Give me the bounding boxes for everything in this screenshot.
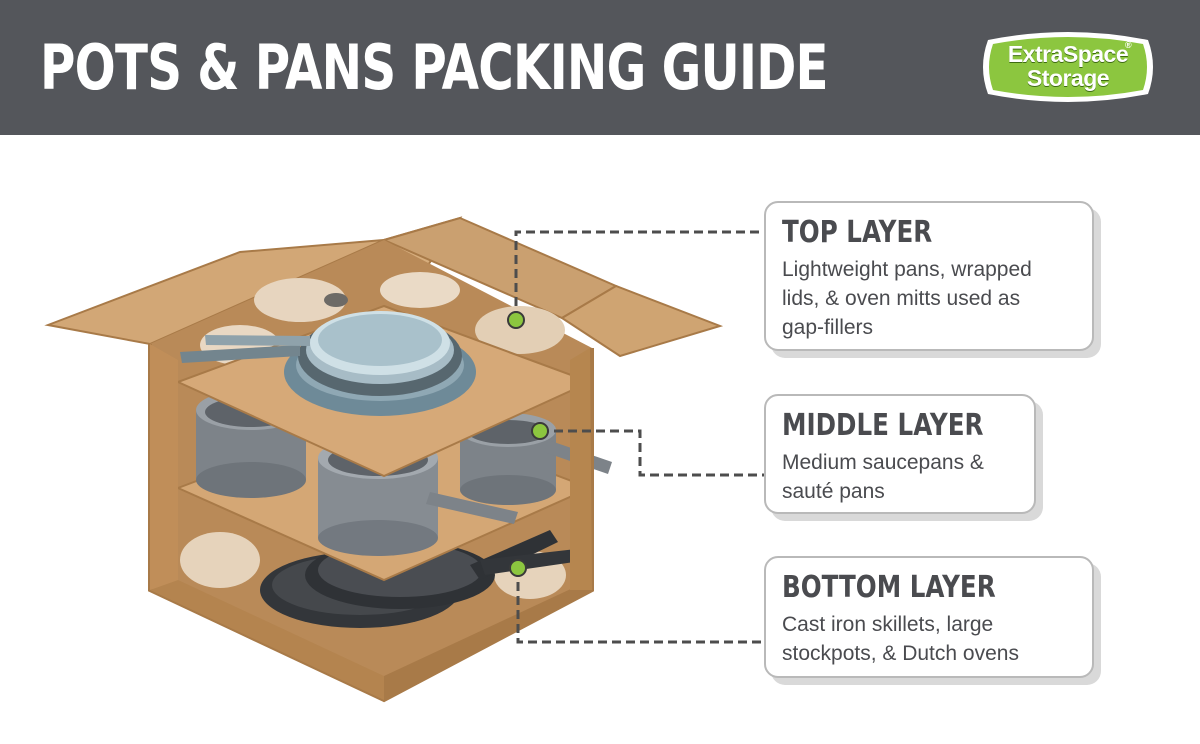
logo-text-line2: Storage bbox=[1026, 65, 1110, 91]
header-bar: POTS & PANS PACKING GUIDE ExtraSpace Sto… bbox=[0, 0, 1200, 135]
leader-lines bbox=[514, 230, 766, 644]
box-front-lip-right bbox=[384, 580, 592, 700]
bottom-layer-line-1: Cast iron skillets, large bbox=[782, 613, 994, 636]
top-layer-line-1: Lightweight pans, wrapped bbox=[782, 258, 1032, 281]
middle-layer-callout: MIDDLE LAYER Medium saucepans & sauté pa… bbox=[764, 394, 1036, 514]
logo-registered-mark: ® bbox=[1125, 40, 1132, 50]
box-illustration bbox=[44, 216, 766, 703]
box-right-wall bbox=[570, 348, 592, 590]
logo-badge-icon bbox=[983, 32, 1153, 102]
top-layer-leader bbox=[514, 230, 766, 320]
bottom-layer-callout: BOTTOM LAYER Cast iron skillets, large s… bbox=[764, 556, 1094, 678]
top-layer-callout: TOP LAYER Lightweight pans, wrapped lids… bbox=[764, 201, 1094, 351]
top-layer-line-2: lids, & oven mitts used as bbox=[782, 287, 1021, 310]
middle-layer-line-1: Medium saucepans & bbox=[782, 451, 984, 474]
top-layer-marker bbox=[507, 311, 525, 329]
top-layer-title: TOP LAYER bbox=[782, 215, 933, 250]
top-layer-line-3: gap-fillers bbox=[782, 316, 874, 339]
bottom-layer-title: BOTTOM LAYER bbox=[782, 570, 996, 605]
middle-layer-leader bbox=[540, 429, 766, 477]
lightweight-pans bbox=[180, 293, 476, 416]
page-title: POTS & PANS PACKING GUIDE bbox=[40, 31, 829, 104]
box-front-lip-left bbox=[150, 580, 384, 700]
bottom-layer-line-2: stockpots, & Dutch ovens bbox=[782, 642, 1019, 665]
bottom-layer-marker bbox=[509, 559, 527, 577]
box-right-flap bbox=[560, 284, 724, 358]
middle-layer-marker bbox=[531, 422, 549, 440]
logo-text-line1: ExtraSpace bbox=[1007, 41, 1129, 67]
middle-layer-title: MIDDLE LAYER bbox=[782, 408, 984, 443]
packing-diagram: TOP LAYER Lightweight pans, wrapped lids… bbox=[0, 135, 1200, 744]
bottom-layer-leader bbox=[516, 568, 766, 644]
box-left-wall bbox=[150, 344, 178, 590]
brand-logo: ExtraSpace Storage ® bbox=[982, 28, 1154, 106]
middle-layer-line-2: sauté pans bbox=[782, 480, 885, 503]
